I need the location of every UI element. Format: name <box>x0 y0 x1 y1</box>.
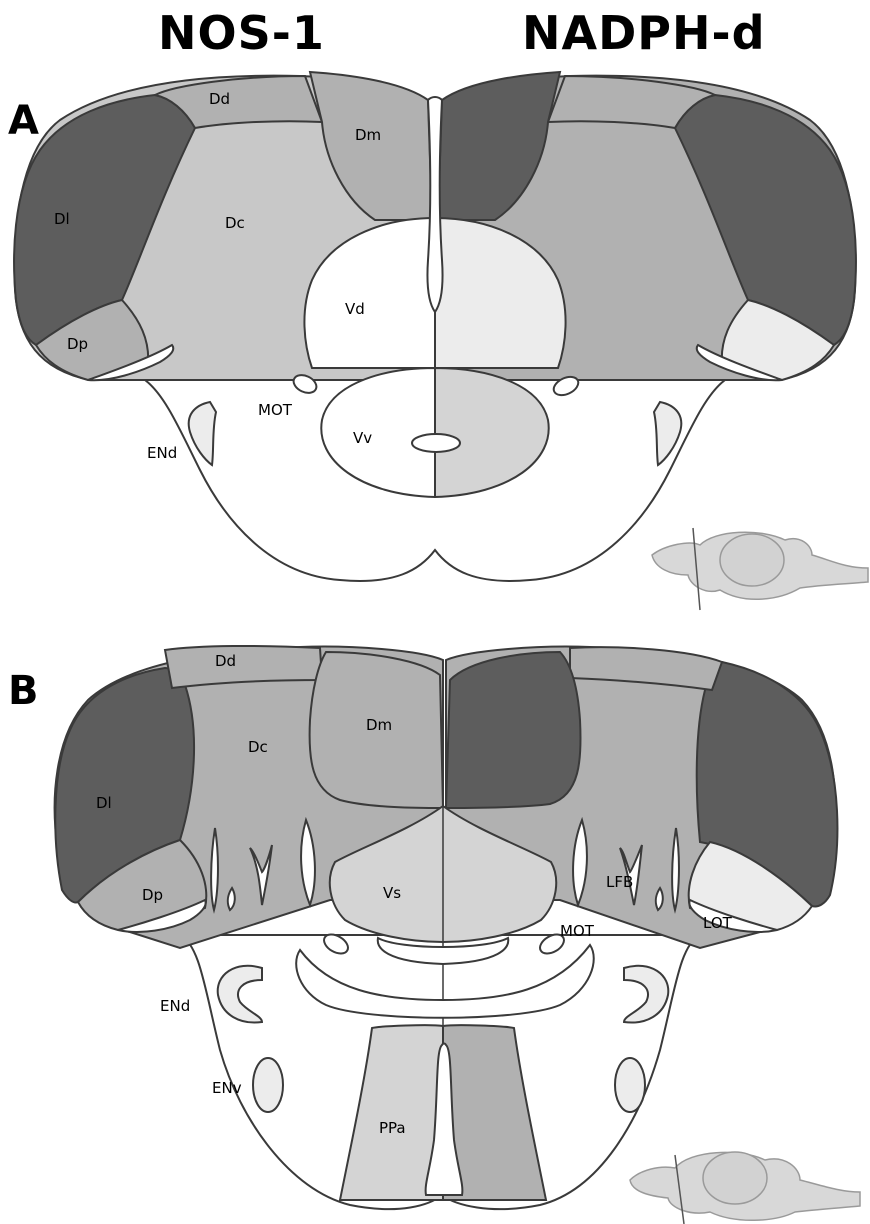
panel-b-region-dm-right <box>446 652 581 808</box>
panel-b-env-right <box>615 1058 645 1112</box>
label-b-env: ENv <box>212 1079 242 1097</box>
label-b-dm: Dm <box>366 716 392 734</box>
label-b-lot: LOT <box>703 914 733 932</box>
panel-b-env-left <box>253 1058 283 1112</box>
label-a-vd: Vd <box>345 300 365 318</box>
label-a-dl: Dl <box>54 210 70 228</box>
label-a-vv: Vv <box>353 429 372 447</box>
label-a-mot: MOT <box>258 401 293 419</box>
panel-a-section: Dd Dm Dl Dc Dp Vd MOT Vv ENd <box>14 72 868 610</box>
label-a-dp: Dp <box>67 335 88 353</box>
panel-b-section: Dd Dm Dc Dl Dp Vs LFB MOT LOT ENd ENv PP… <box>55 646 860 1224</box>
panel-b-brain-thumbnail <box>630 1152 860 1224</box>
label-b-dl: Dl <box>96 794 112 812</box>
label-b-lfb: LFB <box>606 873 633 891</box>
label-b-dp: Dp <box>142 886 163 904</box>
label-a-dm: Dm <box>355 126 381 144</box>
label-b-vs: Vs <box>383 884 401 902</box>
label-a-end: ENd <box>147 444 177 462</box>
label-b-mot: MOT <box>560 922 595 940</box>
label-b-dc: Dc <box>248 738 268 756</box>
label-a-dc: Dc <box>225 214 245 232</box>
label-b-end: ENd <box>160 997 190 1015</box>
label-a-dd: Dd <box>209 90 230 108</box>
panel-a-midline-cleft <box>427 97 442 312</box>
label-b-dd: Dd <box>215 652 236 670</box>
panel-a-ventricle <box>412 434 460 452</box>
label-b-ppa: PPa <box>379 1119 406 1137</box>
panel-a-brain-thumbnail <box>652 528 868 610</box>
